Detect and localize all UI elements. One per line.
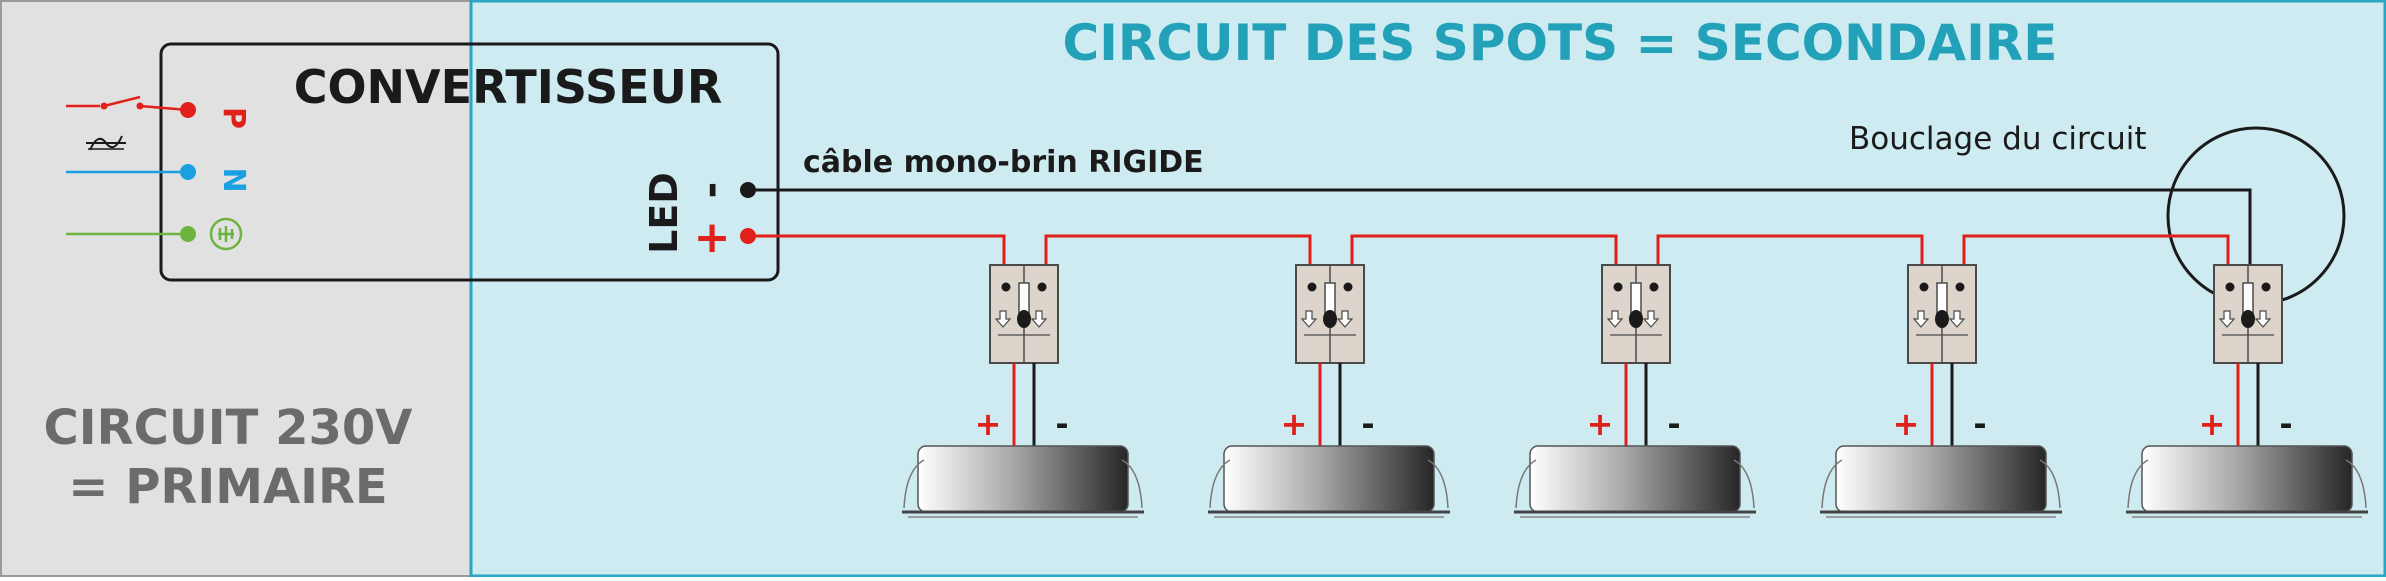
connector-hole [1037,282,1047,292]
plus-wire-link [1350,234,1618,267]
spot-clip-right [2039,459,2061,509]
connector-hole [2241,310,2255,328]
secondary-title: CIRCUIT DES SPOTS = SECONDAIRE [1063,14,2058,72]
plus-wire-feed [756,234,1006,267]
primary-label-line1: CIRCUIT 230V [44,400,413,456]
spot-clip-right [2345,459,2367,509]
connector-hole [1017,310,1031,328]
converter-title: CONVERTISSEUR [294,60,723,114]
ac-symbol-icon [86,135,126,151]
spot-clip-left [2127,459,2149,509]
spot-minus-label: - [1667,405,1680,443]
spot-clip-right [1733,459,1755,509]
plus-wire-link [1656,234,1924,267]
spot-light-icon [2141,445,2353,513]
spot-minus-label: - [1973,405,1986,443]
spot-plus-label: + [975,405,1002,443]
primary-label-line2: = PRIMAIRE [68,459,387,515]
led-minus-terminal [740,182,756,198]
cable-label: câble mono-brin RIGIDE [803,145,1204,180]
loop-label: Bouclage du circuit [1849,121,2147,157]
spot-minus-label: - [2279,405,2292,443]
primary-inputs: P N [66,95,251,251]
connector-hole [1935,310,1949,328]
neutral-terminal [180,164,196,180]
plus-wire-link [1962,234,2230,267]
connector-lever-icon [1300,310,1318,328]
spot-clip-left [1209,459,1231,509]
connector-lever-icon [2254,310,2272,328]
connector-lever-icon [1606,310,1624,328]
spot-minus-label: - [1361,405,1374,443]
minus-wire [756,188,2252,267]
spot-1: +- [902,264,1144,518]
phase-label: P [216,107,251,129]
spot-light-icon [917,445,1129,513]
spot-5: +- [2126,264,2368,518]
spot-minus-label: - [1055,405,1068,443]
connector-hole [1613,282,1623,292]
connector-hole [1323,310,1337,328]
spot-light-icon [1223,445,1435,513]
connector-hole [2261,282,2271,292]
connector-hole [1343,282,1353,292]
connector-lever-icon [1030,310,1048,328]
spot-clip-right [1427,459,1449,509]
spot-light-icon [1835,445,2047,513]
connector-lever-icon [2218,310,2236,328]
led-minus-symbol: - [688,182,734,199]
earth-terminal [180,226,196,242]
spot-clip-right [1121,459,1143,509]
connector-lever-icon [1912,310,1930,328]
led-plus-symbol: + [694,212,731,263]
secondary-wires [756,188,2252,267]
connector-lever-icon [994,310,1012,328]
spot-clip-left [903,459,925,509]
connector-lever-icon [1642,310,1660,328]
converter-box [159,42,780,282]
spot-3: +- [1514,264,1756,518]
connector-hole [1955,282,1965,292]
spot-plus-label: + [1893,405,1920,443]
connector-hole [1001,282,1011,292]
connector-hole [2225,282,2235,292]
spot-clip-left [1821,459,1843,509]
led-label: LED [642,172,686,254]
earth-icon [209,217,243,251]
primary-zone [0,0,472,577]
phase-terminal [180,102,196,118]
spot-plus-label: + [1587,405,1614,443]
spot-4: +- [1820,264,2062,518]
spot-plus-label: + [1281,405,1308,443]
spot-clip-left [1515,459,1537,509]
connector-hole [1307,282,1317,292]
connector-hole [1629,310,1643,328]
connector-lever-icon [1336,310,1354,328]
connector-lever-icon [1948,310,1966,328]
plus-wire-link [1044,234,1312,267]
connector-hole [1649,282,1659,292]
neutral-label: N [216,167,251,192]
spots-group: +-+-+-+-+- [902,264,2368,518]
spot-plus-label: + [2199,405,2226,443]
spot-light-icon [1529,445,1741,513]
led-plus-terminal [740,228,756,244]
spot-2: +- [1208,264,1450,518]
connector-hole [1919,282,1929,292]
